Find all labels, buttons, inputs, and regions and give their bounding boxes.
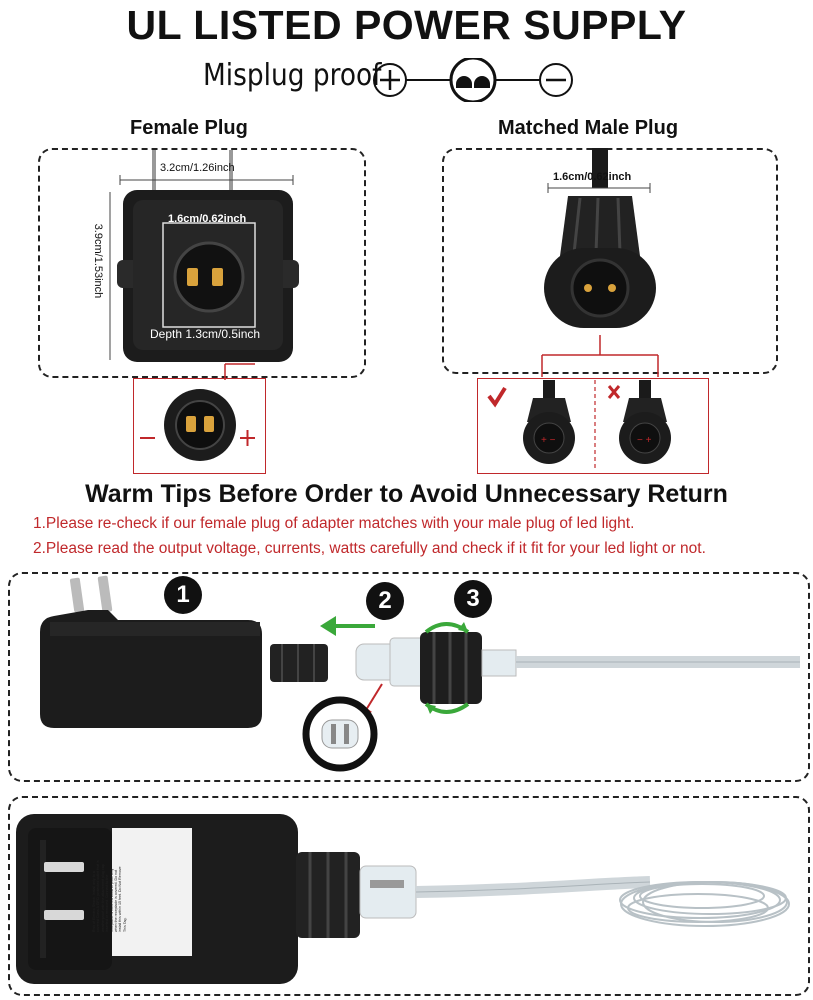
male-plug-box [442, 148, 778, 374]
female-plug-header: Female Plug [130, 117, 248, 139]
warning-label-text: Risk of Electric Shock. Install only to … [92, 860, 127, 932]
female-width-dimension: 3.2cm/1.26inch [160, 162, 235, 174]
female-socket-zoom [133, 378, 266, 474]
socket-icon [449, 58, 497, 102]
minus-icon [539, 63, 573, 97]
female-socket-dimension: 1.6cm/0.62inch [168, 213, 247, 225]
step-3-badge: 3 [454, 580, 492, 618]
female-plug-image [109, 150, 299, 362]
male-compare-box [477, 378, 709, 474]
connection-steps-box [8, 572, 810, 782]
misplug-label: Misplug proof [203, 58, 382, 93]
male-plug-header: Matched Male Plug [498, 117, 679, 139]
male-plug-image [544, 148, 656, 328]
warning-label [112, 828, 192, 956]
step-1-badge: 1 [164, 576, 202, 614]
male-compare-image: + − − + [487, 380, 671, 470]
page-title: UL LISTED POWER SUPPLY [126, 2, 687, 48]
insert-arrow-icon [320, 616, 375, 636]
svg-text:− +: − + [637, 435, 652, 446]
assembled-box [8, 796, 810, 996]
female-height-dimension: 3.9cm/1.53inch [92, 223, 104, 299]
male-diameter-dimension: 1.6cm/0.62inch [553, 171, 632, 183]
polarity-diagram [373, 58, 573, 102]
cross-icon [607, 385, 621, 399]
female-socket-zoom-image [140, 389, 255, 461]
connection-diagram [40, 575, 800, 772]
compare-bracket [541, 335, 659, 377]
female-depth-dimension: Depth 1.3cm/0.5inch [150, 327, 261, 341]
step-2-badge: 2 [366, 582, 404, 620]
female-plug-box [38, 148, 366, 378]
warm-tips-title: Warm Tips Before Order to Avoid Unnecess… [85, 480, 728, 508]
check-icon [487, 386, 507, 408]
wire-coil [619, 881, 790, 927]
zoom-connector [224, 363, 255, 380]
svg-text:+ −: + − [541, 435, 556, 446]
assembled-image [16, 814, 790, 984]
tip-1: 1.Please re-check if our female plug of … [33, 515, 635, 532]
tip-2: 2.Please read the output voltage, curren… [33, 540, 706, 557]
